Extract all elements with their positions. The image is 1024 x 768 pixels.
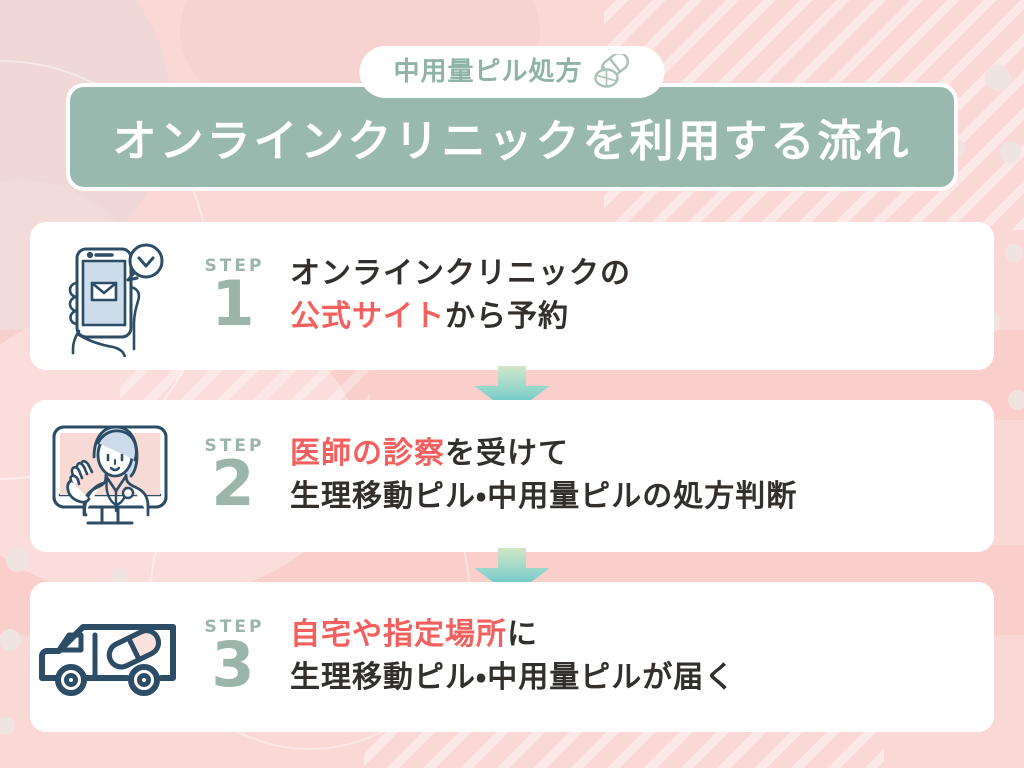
- plain-text: に: [507, 617, 538, 653]
- step-line: 医師の診察を受けて: [290, 436, 994, 473]
- step-card-2: STEP 2 医師の診察を受けて 生理移動ピル・中用量ピルの処方判断: [30, 400, 994, 552]
- step-card-3: STEP 3 自宅や指定場所に 生理移動ピル・中用量ピルが届く: [30, 582, 994, 732]
- page-title-banner: オンラインクリニックを利用する流れ: [66, 83, 958, 191]
- plain-text: から予約: [445, 299, 569, 334]
- step-number-3: 3: [211, 627, 255, 701]
- background-dot: [112, 568, 128, 584]
- background-dot: [0, 629, 21, 651]
- background-dot: [0, 717, 15, 735]
- step-text-3: 自宅や指定場所に 生理移動ピル・中用量ピルが届く: [276, 617, 994, 696]
- step-line: オンラインクリニックの: [290, 256, 994, 293]
- category-badge-label: 中用量ピル処方: [393, 57, 583, 87]
- plain-text: 生理移動ピル・中用量ピルの処方判断: [290, 479, 798, 514]
- doctor-on-monitor-icon: [30, 413, 190, 539]
- step-word-3: STEP: [204, 616, 265, 637]
- step-line: 自宅や指定場所に: [290, 617, 994, 654]
- step-number-2: 2: [211, 446, 255, 520]
- step-line: 生理移動ピル・中用量ピルの処方判断: [290, 479, 994, 516]
- highlighted-text: 医師の診察: [290, 436, 445, 472]
- plain-text: を受けて: [445, 436, 569, 472]
- step-word-2: STEP: [204, 435, 265, 456]
- step-marker-3: STEP 3: [190, 616, 276, 701]
- step-card-1: STEP 1 オンラインクリニックの 公式サイトから予約: [30, 222, 994, 370]
- plain-text: 生理移動ピル・中用量ピルが届く: [290, 660, 736, 695]
- background-dot: [1008, 390, 1024, 410]
- plain-text: オンラインクリニックの: [290, 256, 631, 292]
- step-text-1: オンラインクリニックの 公式サイトから予約: [276, 256, 994, 335]
- step-number-1: 1: [211, 266, 255, 340]
- background-dot: [999, 141, 1021, 163]
- pill-capsule-tablet-icon: [591, 54, 635, 90]
- hand-holding-smartphone-icon: [30, 235, 190, 357]
- step-word-1: STEP: [204, 255, 265, 276]
- background-dot: [985, 65, 1011, 91]
- highlighted-text: 自宅や指定場所: [290, 617, 507, 653]
- background-dot: [1005, 244, 1023, 262]
- category-badge: 中用量ピル処方: [359, 46, 665, 98]
- step-marker-1: STEP 1: [190, 255, 276, 340]
- highlighted-text: 公式サイト: [290, 299, 445, 334]
- arrow-step1-to-step2: [470, 366, 554, 414]
- step-marker-2: STEP 2: [190, 435, 276, 520]
- step-text-2: 医師の診察を受けて 生理移動ピル・中用量ピルの処方判断: [276, 436, 994, 515]
- background-dot: [6, 548, 30, 572]
- arrow-step2-to-step3: [470, 548, 554, 596]
- step-line: 公式サイトから予約: [290, 299, 994, 336]
- page-title: オンラインクリニックを利用する流れ: [112, 116, 912, 167]
- delivery-van-with-pill-icon: [30, 607, 190, 707]
- step-line: 生理移動ピル・中用量ピルが届く: [290, 660, 994, 697]
